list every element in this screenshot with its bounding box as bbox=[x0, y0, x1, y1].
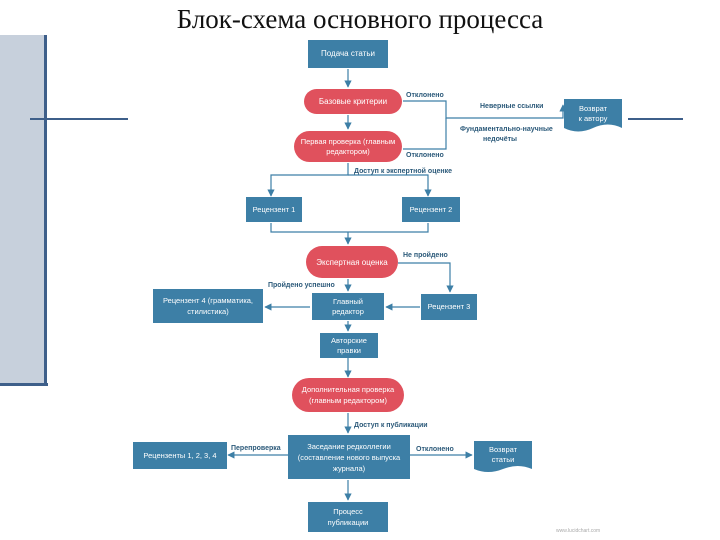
arrow-first-check-rejected bbox=[403, 118, 447, 150]
node-reviewers-all: Рецензенты 1, 2, 3, 4 bbox=[133, 442, 227, 469]
decorative-horizontal-line-right bbox=[628, 118, 683, 120]
node-extra-check-line2: (главным редактором) bbox=[309, 396, 387, 405]
node-chief-editor: Главный редактор bbox=[312, 293, 384, 320]
label-rejected-first-check: Отклонено bbox=[406, 152, 444, 159]
node-publication: Процесс публикации bbox=[308, 502, 388, 532]
label-not-passed: Не пройдено bbox=[403, 251, 448, 259]
decorative-horizontal-line-left bbox=[30, 118, 130, 120]
node-publication-line1: Процесс bbox=[333, 507, 363, 516]
label-recheck: Перепроверка bbox=[231, 445, 281, 452]
node-expert-eval-text: Экспертная оценка bbox=[316, 258, 388, 267]
decorative-bottom-line bbox=[0, 383, 48, 386]
node-first-check: Первая проверка (главным редактором) bbox=[294, 131, 402, 162]
node-first-check-line2: редактором) bbox=[326, 147, 370, 156]
label-expert-access: Доступ к экспертной оценке bbox=[354, 167, 452, 175]
node-reviewer3-text: Рецензент 3 bbox=[428, 302, 471, 311]
node-expert-eval: Экспертная оценка bbox=[306, 246, 398, 278]
label-passed: Пройдено успешно bbox=[268, 281, 335, 289]
node-submit-text: Подача статьи bbox=[321, 49, 375, 58]
flowchart-canvas: Подача статьи Базовые критерии Первая пр… bbox=[128, 35, 626, 540]
node-editorial-board-line2: (составление нового выпуска bbox=[298, 453, 401, 462]
node-author-edits-line1: Авторские bbox=[331, 336, 367, 345]
node-chief-editor-line1: Главный bbox=[333, 297, 363, 306]
node-extra-check-line1: Дополнительная проверка bbox=[302, 385, 395, 394]
node-return-article-line2: статьи bbox=[492, 455, 515, 464]
arrow-expert-not-passed bbox=[398, 262, 454, 293]
node-reviewers-all-text: Рецензенты 1, 2, 3, 4 bbox=[143, 451, 216, 460]
node-return-author-line2: к автору bbox=[579, 114, 608, 123]
node-first-check-line1: Первая проверка (главным bbox=[301, 137, 396, 146]
decorative-side-bar bbox=[0, 35, 46, 385]
node-basic-criteria: Базовые критерии bbox=[304, 89, 402, 114]
node-return-author: Возврат к автору bbox=[564, 99, 622, 132]
node-reviewer4-line1: Рецензент 4 (грамматика, bbox=[163, 296, 253, 305]
node-basic-criteria-text: Базовые критерии bbox=[319, 97, 387, 106]
node-author-edits: Авторские правки bbox=[320, 333, 378, 358]
watermark: www.lucidchart.com bbox=[556, 528, 601, 534]
label-pub-access: Доступ к публикации bbox=[354, 421, 428, 429]
node-return-author-line1: Возврат bbox=[579, 104, 608, 113]
node-extra-check: Дополнительная проверка (главным редакто… bbox=[292, 378, 404, 412]
node-chief-editor-line2: редактор bbox=[332, 307, 364, 316]
arrow-to-reviewer2 bbox=[348, 174, 432, 197]
slide-title: Блок-схема основного процесса bbox=[176, 4, 544, 34]
label-rejected-criteria: Отклонено bbox=[406, 92, 444, 99]
label-wrong-links: Неверные ссылки bbox=[480, 103, 543, 110]
join-reviewers bbox=[270, 223, 429, 233]
label-rejected-board: Отклонено bbox=[416, 446, 454, 453]
node-author-edits-line2: правки bbox=[337, 346, 361, 355]
label-fundamental-line2: недочёты bbox=[483, 136, 517, 143]
node-reviewer2: Рецензент 2 bbox=[402, 197, 460, 222]
flowchart: Подача статьи Базовые критерии Первая пр… bbox=[133, 40, 622, 532]
node-reviewer4-line2: стилистика) bbox=[187, 307, 229, 316]
node-return-article-line1: Возврат bbox=[489, 445, 518, 454]
arrow-to-reviewer1 bbox=[267, 163, 349, 197]
node-editorial-board: Заседание редколлегии (составление новог… bbox=[288, 435, 410, 479]
node-reviewer4: Рецензент 4 (грамматика, стилистика) bbox=[153, 289, 263, 323]
node-reviewer3: Рецензент 3 bbox=[421, 294, 477, 320]
node-submit: Подача статьи bbox=[308, 40, 388, 68]
node-reviewer2-text: Рецензент 2 bbox=[410, 205, 453, 214]
node-editorial-board-line3: журнала) bbox=[333, 464, 366, 473]
connectors bbox=[227, 69, 567, 501]
node-return-article: Возврат статьи bbox=[474, 441, 532, 472]
node-editorial-board-line1: Заседание редколлегии bbox=[307, 442, 391, 451]
node-reviewer1: Рецензент 1 bbox=[246, 197, 302, 222]
edge-labels: Отклонено Отклонено Неверные ссылки Фунд… bbox=[231, 92, 553, 453]
node-reviewer1-text: Рецензент 1 bbox=[253, 205, 296, 214]
label-fundamental-line1: Фундаментально-научные bbox=[460, 126, 553, 133]
decorative-vertical-line bbox=[44, 35, 47, 385]
node-publication-line2: публикации bbox=[328, 518, 369, 527]
